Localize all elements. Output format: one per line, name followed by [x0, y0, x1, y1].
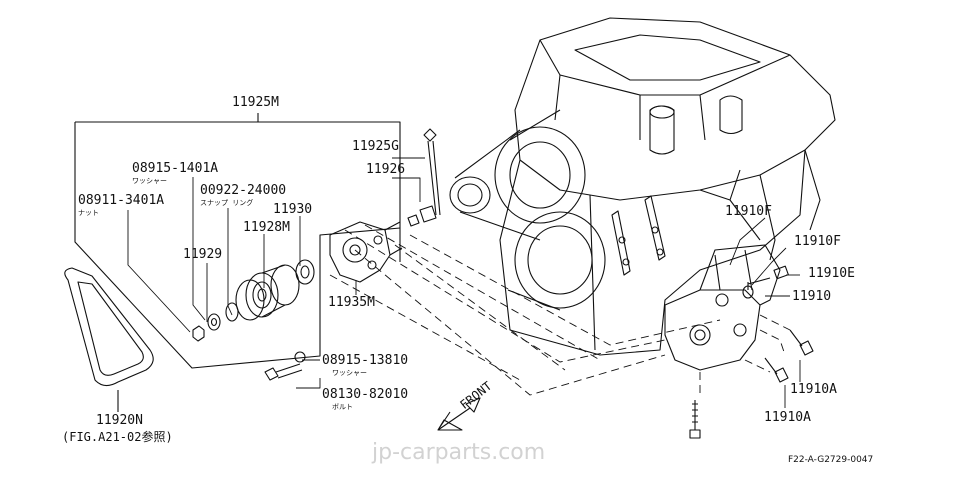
label-11910a-lower: 11910A: [764, 410, 811, 425]
drive-belt: [64, 267, 154, 412]
label-11910a-upper: 11910A: [790, 382, 837, 397]
bracket-assembly: [664, 244, 814, 439]
label-08911-3401a: 08911-3401A: [78, 193, 165, 208]
note-nut: ナット: [78, 209, 99, 217]
pulley-stack: [192, 128, 441, 381]
note-snapring: スナップ リング: [200, 199, 254, 207]
label-11929: 11929: [183, 247, 223, 262]
watermark: jp-carparts.com: [372, 440, 546, 465]
label-11925m: 11925M: [232, 95, 279, 110]
note-bolt2: ボルト: [332, 403, 353, 411]
label-11910e: 11910E: [808, 266, 855, 281]
front-arrow: [437, 397, 481, 431]
label-11935m: 11935M: [328, 295, 375, 310]
label-11910f-top: 11910F: [725, 204, 772, 219]
label-08915-13810: 08915-13810: [322, 353, 409, 368]
engine-block: [449, 17, 836, 356]
label-11925g: 11925G: [352, 139, 399, 154]
figure-code: F22-A-G2729-0047: [788, 455, 874, 465]
dashed-guides: [329, 224, 791, 396]
label-00922-24000: 00922-24000: [200, 183, 287, 198]
label-11910f-right: 11910F: [794, 234, 841, 249]
leader-lines: [127, 157, 801, 408]
label-11930: 11930: [273, 202, 313, 217]
label-11910: 11910: [792, 289, 832, 304]
label-08915-1401a: 08915-1401A: [132, 161, 219, 176]
label-08130-82010: 08130-82010: [322, 387, 409, 402]
label-11928m: 11928M: [243, 220, 290, 235]
label-11920n: 11920N: [96, 413, 143, 428]
label-11926: 11926: [366, 162, 406, 177]
label-belt-reference: (FIG.A21-02参照): [62, 430, 173, 444]
note-washer2: ワッシャー: [332, 369, 367, 377]
note-washer1: ワッシャー: [132, 177, 167, 185]
